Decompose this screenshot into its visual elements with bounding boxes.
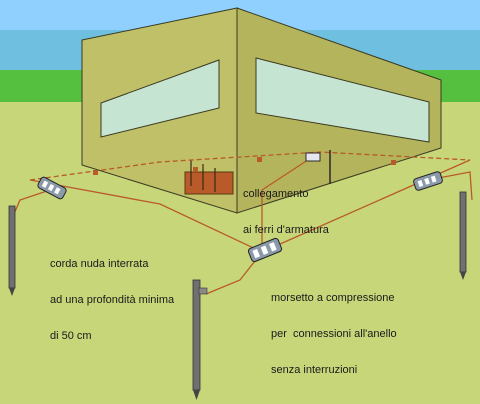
buried-wire-line-1: corda nuda interrata [50, 258, 149, 270]
window-left [100, 59, 220, 138]
small-ring-clamps [93, 157, 396, 175]
window-right [255, 57, 430, 143]
compression-clamp-label: morsetto a compressione per connessioni … [271, 268, 397, 400]
compression-clamp-left [37, 176, 67, 200]
compression-clamp-center [247, 237, 283, 263]
buried-wire-line-2: ad una profondità minima [50, 294, 175, 306]
rebar-junction-box [184, 171, 234, 195]
compression-clamp-right [413, 171, 443, 191]
earth-rod-left [8, 205, 16, 296]
compression-clamp-line-3: senza interruzioni [271, 364, 358, 376]
rebar-connection-line-1: collegamento [243, 188, 309, 200]
rebar-connection-label: collegamento ai ferri d'armatura [243, 164, 329, 260]
rebar-connection-line-2: ai ferri d'armatura [243, 224, 329, 236]
rebar-stubs [190, 160, 216, 192]
earth-rod-right [459, 191, 467, 280]
buried-wire-label: corda nuda interrata ad una profondità m… [50, 234, 174, 366]
compression-clamp-line-2: per connessioni all'anello [271, 328, 397, 340]
earth-rod-center [192, 279, 208, 400]
rebar-connection-clip [305, 150, 331, 184]
buried-wire-line-3: di 50 cm [50, 330, 92, 342]
compression-clamp-line-1: morsetto a compressione [271, 292, 395, 304]
